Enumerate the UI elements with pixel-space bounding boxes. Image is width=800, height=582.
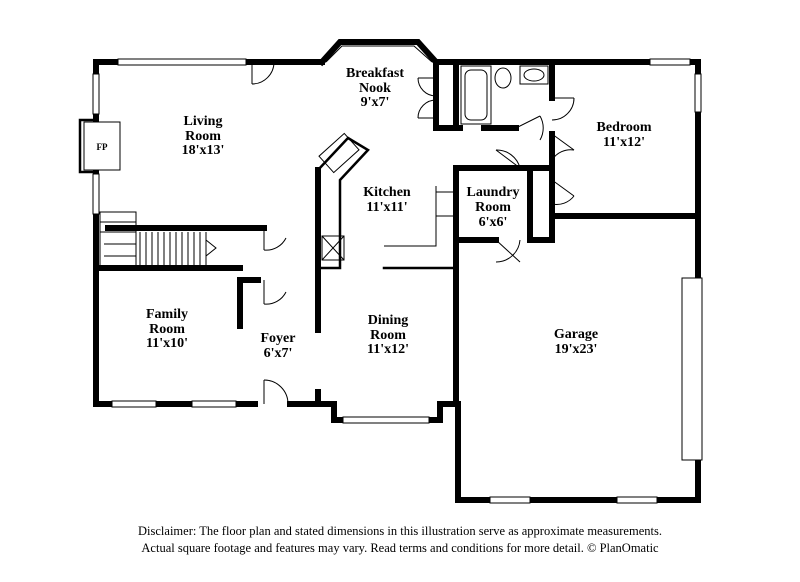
doors: [251, 61, 575, 405]
fireplace: FP: [78, 118, 121, 174]
disclaimer: Disclaimer: The floor plan and stated di…: [0, 523, 800, 557]
living-room-name-1: Living: [184, 114, 223, 129]
breakfast-nook-dims: 9'x7': [361, 95, 390, 110]
dining-room-name-2: Room: [370, 328, 406, 343]
family-room-name-1: Family: [146, 307, 188, 322]
bedroom-name: Bedroom: [597, 120, 652, 135]
laundry-room-name-2: Room: [475, 200, 511, 215]
garage-dims: 19'x23': [555, 342, 598, 357]
breakfast-nook-name-1: Breakfast: [346, 66, 404, 81]
breakfast-nook-name-2: Nook: [359, 81, 391, 96]
disclaimer-line-1: Disclaimer: The floor plan and stated di…: [138, 524, 662, 538]
laundry-room-name-1: Laundry: [467, 185, 520, 200]
foyer-dims: 6'x7': [264, 346, 293, 361]
foyer-name: Foyer: [261, 331, 296, 346]
living-room-name-2: Room: [185, 129, 221, 144]
living-room-dims: 18'x13': [182, 143, 225, 158]
dining-room-name-1: Dining: [368, 313, 408, 328]
disclaimer-line-2: Actual square footage and features may v…: [141, 541, 659, 555]
bedroom-dims: 11'x12': [603, 135, 645, 150]
kitchen-name: Kitchen: [363, 185, 411, 200]
windows: [92, 45, 703, 504]
room-labels: Breakfast Nook 9'x7' Living Room 18'x13'…: [146, 66, 652, 361]
dining-room-dims: 11'x12': [367, 342, 409, 357]
family-room-name-2: Room: [149, 322, 185, 337]
fireplace-label: FP: [97, 142, 108, 152]
laundry-room-dims: 6'x6': [479, 215, 508, 230]
interior-walls: [93, 59, 701, 407]
family-room-dims: 11'x10': [146, 336, 188, 351]
garage-name: Garage: [554, 327, 598, 342]
kitchen-dims: 11'x11': [366, 200, 407, 215]
